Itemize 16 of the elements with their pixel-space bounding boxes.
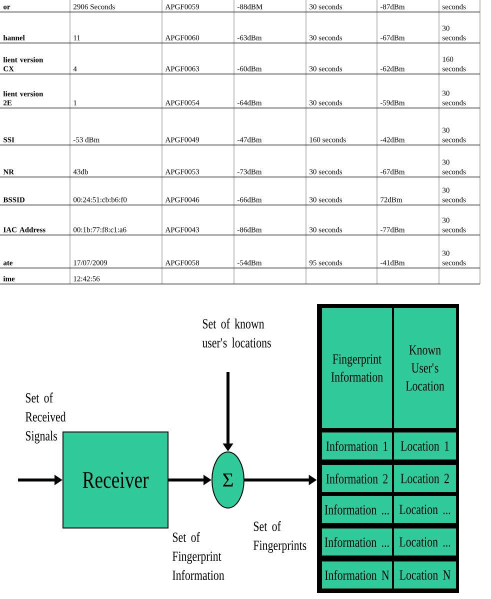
table-cell: Location ... — [394, 496, 456, 523]
edge-label: Set of Fingerprint Information — [172, 532, 224, 580]
table-cell: Information 2 — [322, 465, 392, 492]
table-cell: Known User's Location — [394, 308, 456, 428]
table-cell: Information ... — [322, 496, 392, 523]
table-cell: Location 2 — [394, 465, 456, 492]
table-cell: Location ... — [394, 528, 456, 556]
edge-label: Set of Fingerprints — [254, 521, 306, 553]
edge-label: Set of known user's locations — [202, 318, 271, 348]
table-cell: Information 1 — [322, 432, 392, 460]
receiver-box: Receiver — [62, 432, 168, 528]
table-cell: Information ... — [322, 528, 392, 556]
table-cell: Fingerprint Information — [322, 308, 392, 428]
table-cell: Information N — [322, 562, 392, 588]
table-cell: Location 1 — [394, 432, 456, 460]
table-cell: Location N — [394, 562, 456, 588]
